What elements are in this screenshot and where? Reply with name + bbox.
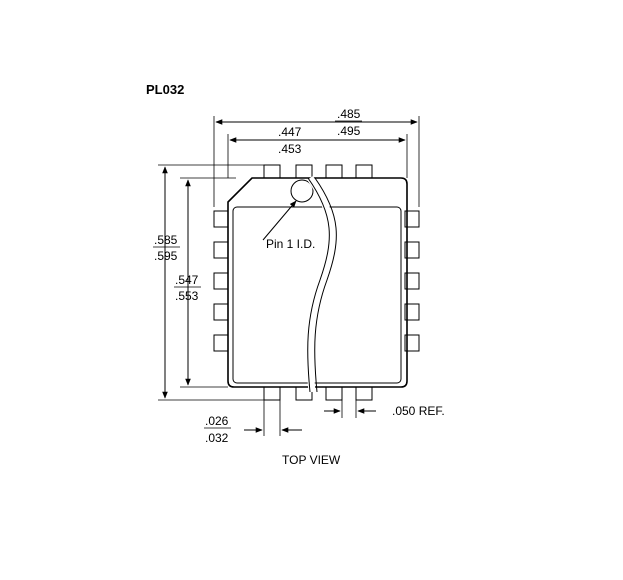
right-pins (404, 210, 420, 352)
left-pins (213, 210, 229, 352)
package-title: PL032 (146, 82, 184, 97)
overall-width-max: .495 (337, 124, 361, 138)
lead-width-dimension: .026 .032 (204, 400, 302, 445)
break-lines (306, 175, 337, 393)
pin1-indicator (290, 179, 314, 203)
bottom-pins (263, 386, 373, 401)
body-width-min: .447 (278, 125, 302, 139)
body-height-max: .553 (175, 289, 199, 303)
overall-width-dimension: .485 .495 (213, 107, 420, 207)
lead-pitch-dimension: .050 REF. (324, 400, 445, 418)
body-width-dimension: .447 .453 (227, 125, 408, 178)
top-pins (263, 164, 373, 179)
view-label: TOP VIEW (282, 453, 341, 467)
body-height-min: .547 (175, 273, 199, 287)
lead-width-min: .026 (205, 414, 229, 428)
body-width-max: .453 (278, 142, 302, 156)
overall-height-dimension: .585 .595 (153, 164, 266, 401)
overall-height-min: .585 (154, 233, 178, 247)
body-height-dimension: .547 .553 (174, 177, 236, 388)
overall-width-min: .485 (337, 107, 361, 121)
pin1-label: Pin 1 I.D. (266, 237, 315, 251)
lead-width-max: .032 (205, 431, 229, 445)
lead-pitch-label: .050 REF. (392, 404, 445, 418)
package-body (227, 177, 408, 388)
overall-height-max: .595 (154, 249, 178, 263)
